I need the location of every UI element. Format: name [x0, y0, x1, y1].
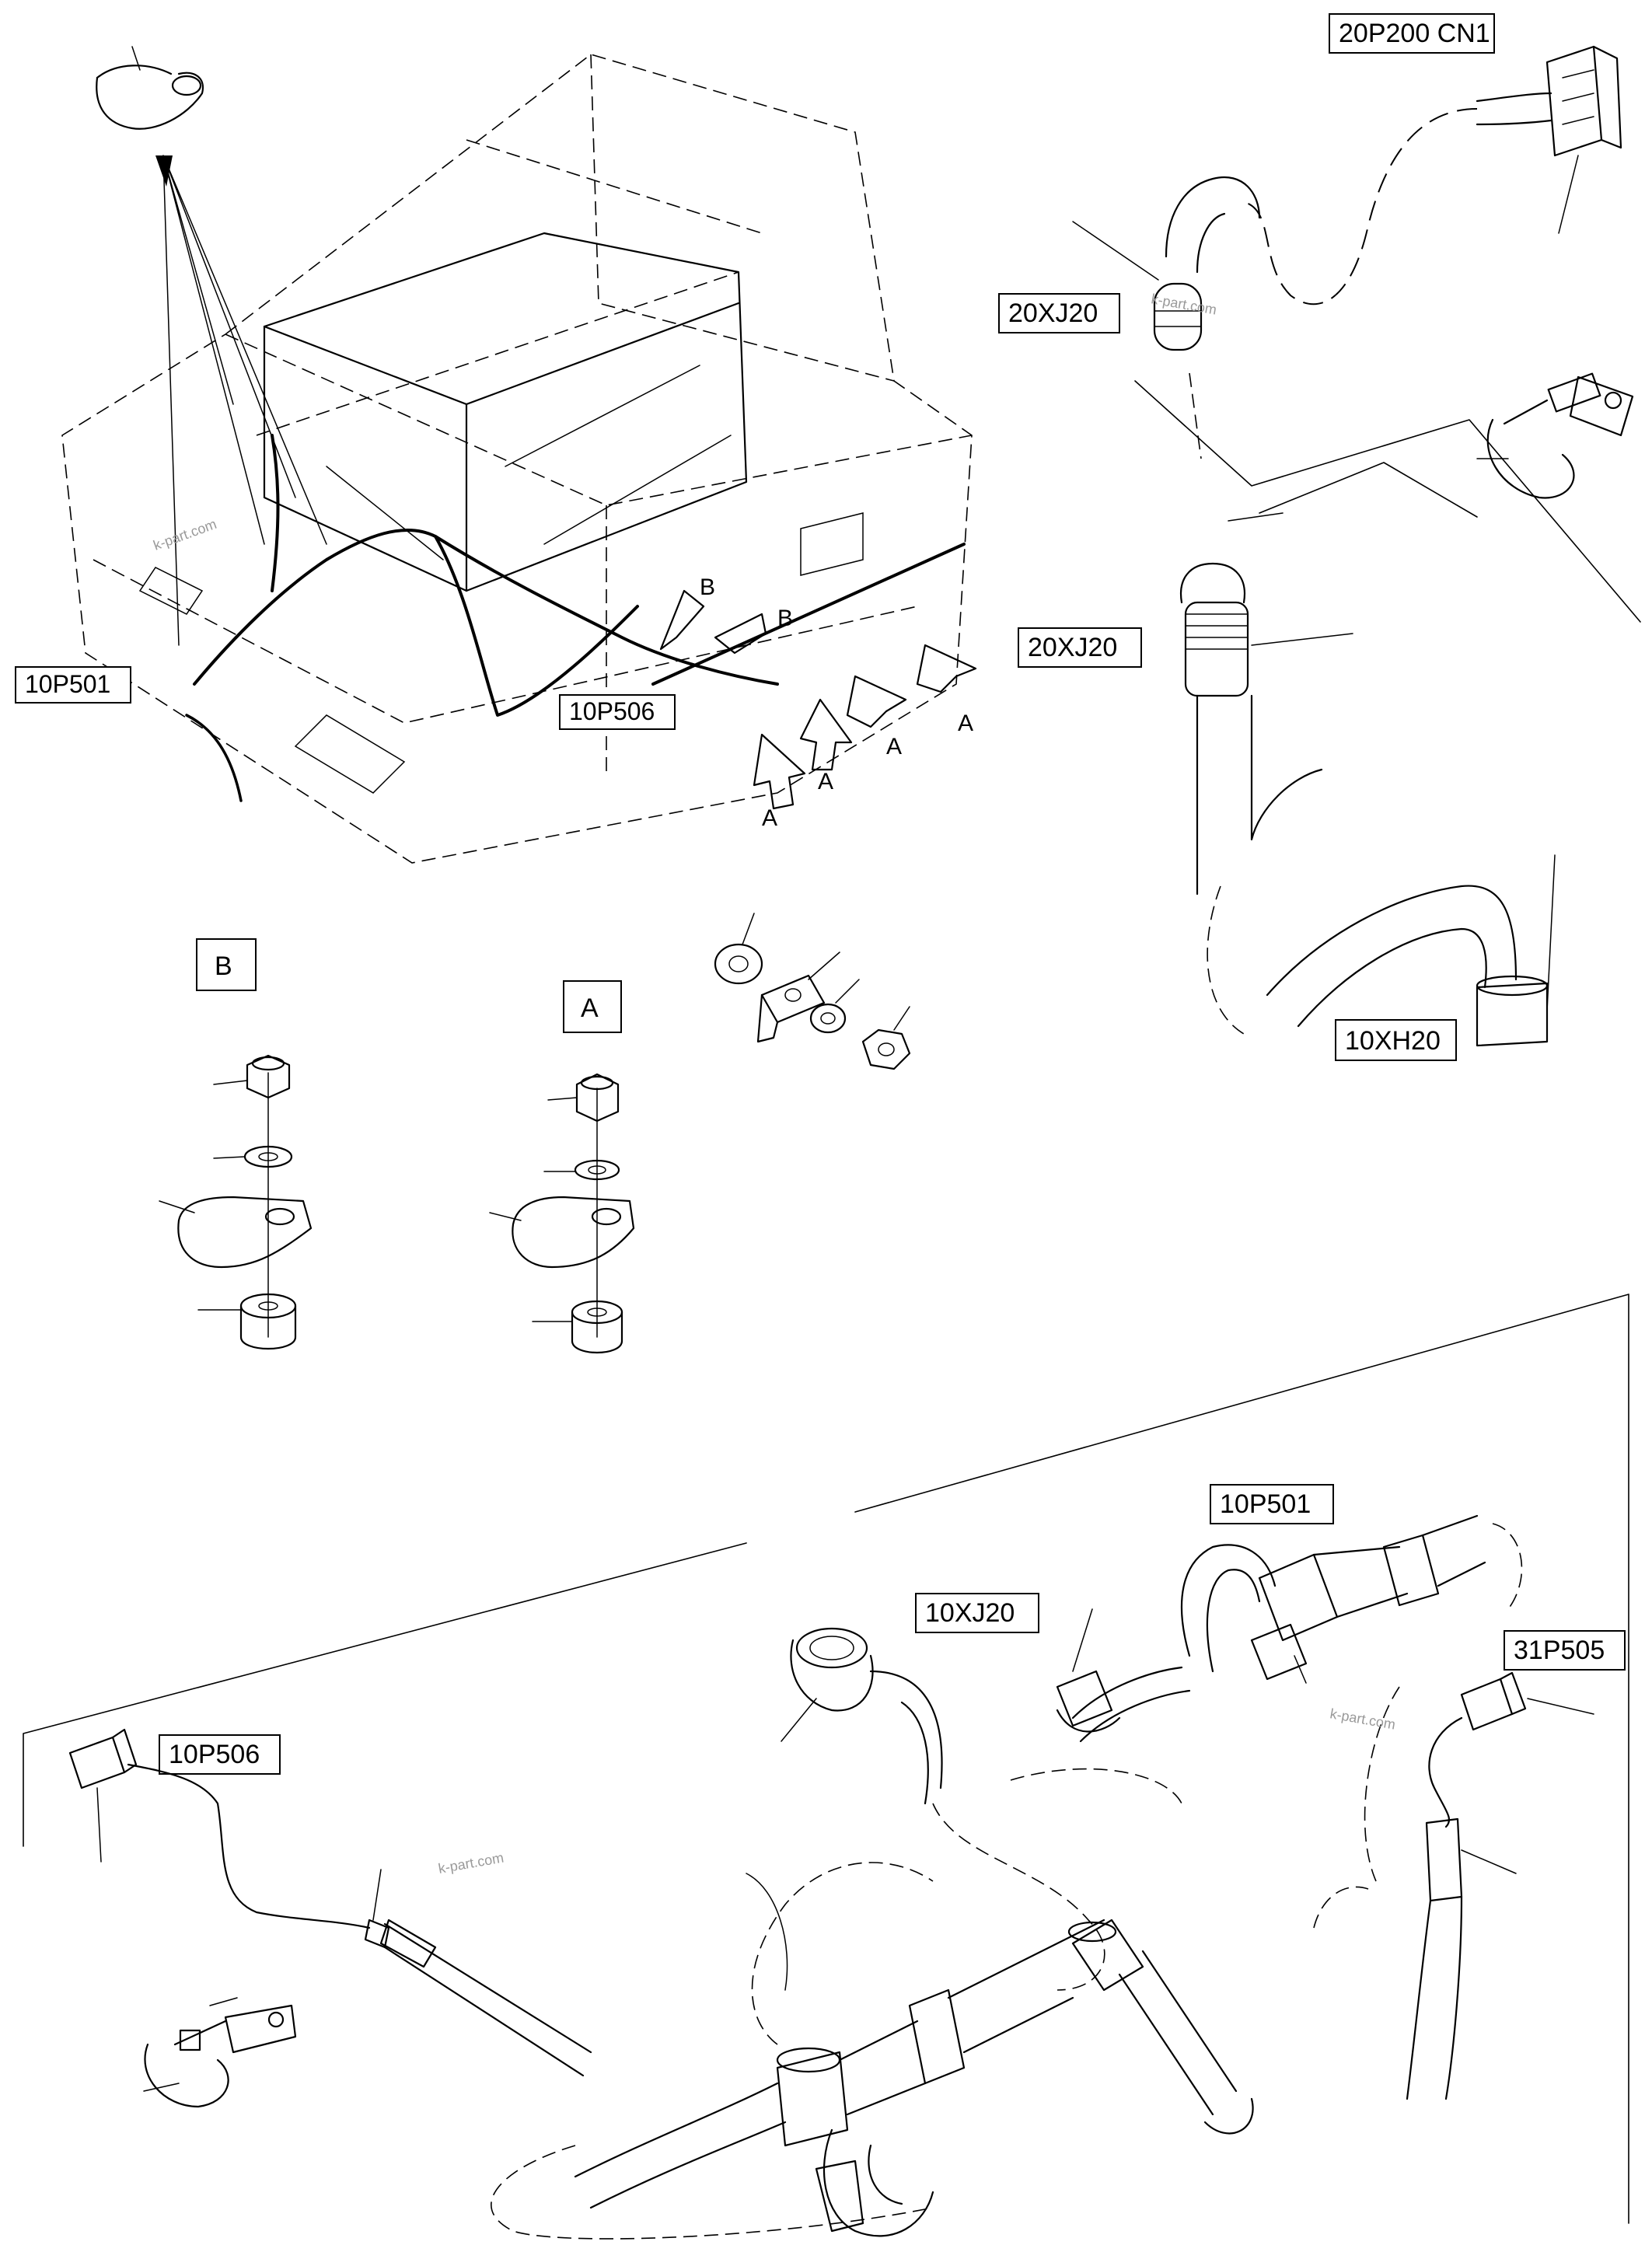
label-10p506-bottom: 10P506 [169, 1740, 260, 1769]
label-20xj20-top: 20XJ20 [1008, 299, 1098, 328]
hardware-set [714, 913, 911, 1070]
detail-arrow-b-2 [714, 613, 767, 655]
detail-b-title: B [215, 951, 232, 981]
hose-clip-icon [96, 46, 204, 130]
detail-tag-a-3: A [886, 734, 902, 759]
detail-arrow-b-1 [659, 589, 705, 651]
bottom-section: 10P506 k-part.com 10XJ20 [23, 1294, 1629, 2240]
svg-text:10P501: 10P501 [25, 670, 110, 698]
connector-20p200-group: 20P200 CN1 20XJ20 k-part.com [998, 13, 1641, 1061]
detail-arrow-a-4 [916, 644, 977, 693]
detail-arrow-a-1 [753, 733, 806, 810]
detail-tag-a-2: A [818, 769, 833, 794]
detail-a: A [489, 980, 635, 1353]
watermark: k-part.com [1150, 291, 1217, 317]
label-10xh20: 10XH20 [1345, 1026, 1441, 1056]
machine-assembly: B B A A A A k-part.com [61, 46, 977, 864]
detail-arrow-a-2 [799, 698, 853, 771]
label-20p200cn1: 20P200 CN1 [1339, 19, 1490, 48]
watermark: k-part.com [437, 1849, 505, 1876]
label-10p501-bottom: 10P501 [1220, 1489, 1311, 1519]
detail-a-title: A [581, 993, 599, 1023]
label-10p506-top: 10P506 [559, 694, 676, 730]
detail-tag-b-1: B [700, 574, 715, 600]
label-20xj20-mid: 20XJ20 [1028, 633, 1117, 662]
detail-arrow-a-3 [846, 675, 907, 728]
label-31p505: 31P505 [1514, 1636, 1605, 1665]
label-10xj20: 10XJ20 [925, 1598, 1015, 1628]
detail-tag-b-2: B [777, 606, 793, 631]
detail-tag-a-4: A [958, 711, 973, 736]
watermark: k-part.com [152, 516, 219, 553]
detail-tag-a-1: A [762, 805, 777, 831]
detail-b: B [159, 938, 313, 1349]
svg-text:10P506: 10P506 [569, 697, 655, 725]
label-10p501-top: 10P501 [15, 666, 131, 704]
